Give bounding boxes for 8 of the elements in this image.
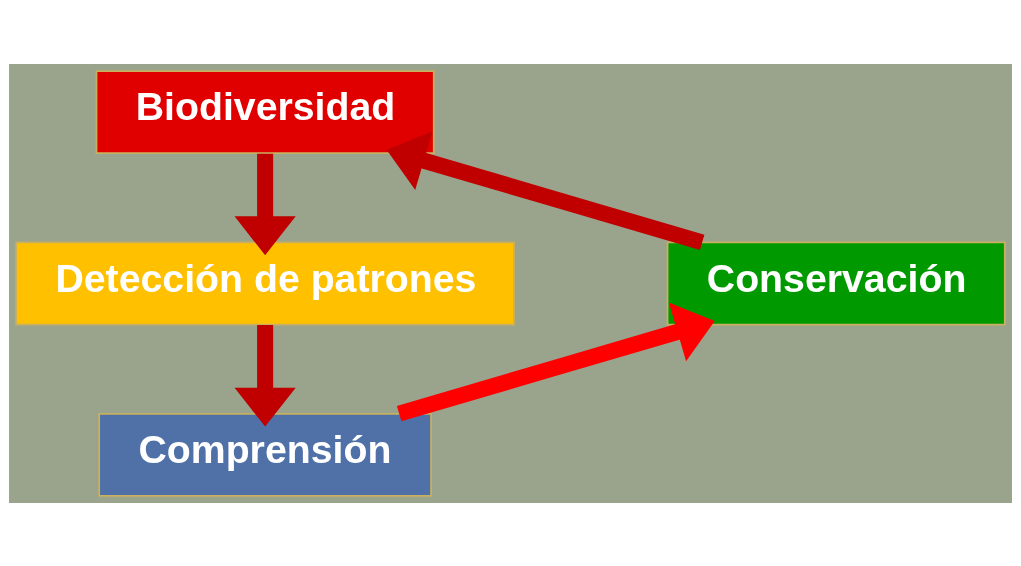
arrow	[234, 153, 296, 255]
arrow	[234, 324, 296, 427]
node-box: Detección de patrones	[15, 241, 515, 325]
node-box: Biodiversidad	[95, 69, 435, 154]
node-box: Comprensión	[98, 412, 432, 497]
node-box: Conservación	[666, 241, 1006, 325]
arrow	[386, 130, 705, 250]
arrow	[396, 302, 715, 421]
